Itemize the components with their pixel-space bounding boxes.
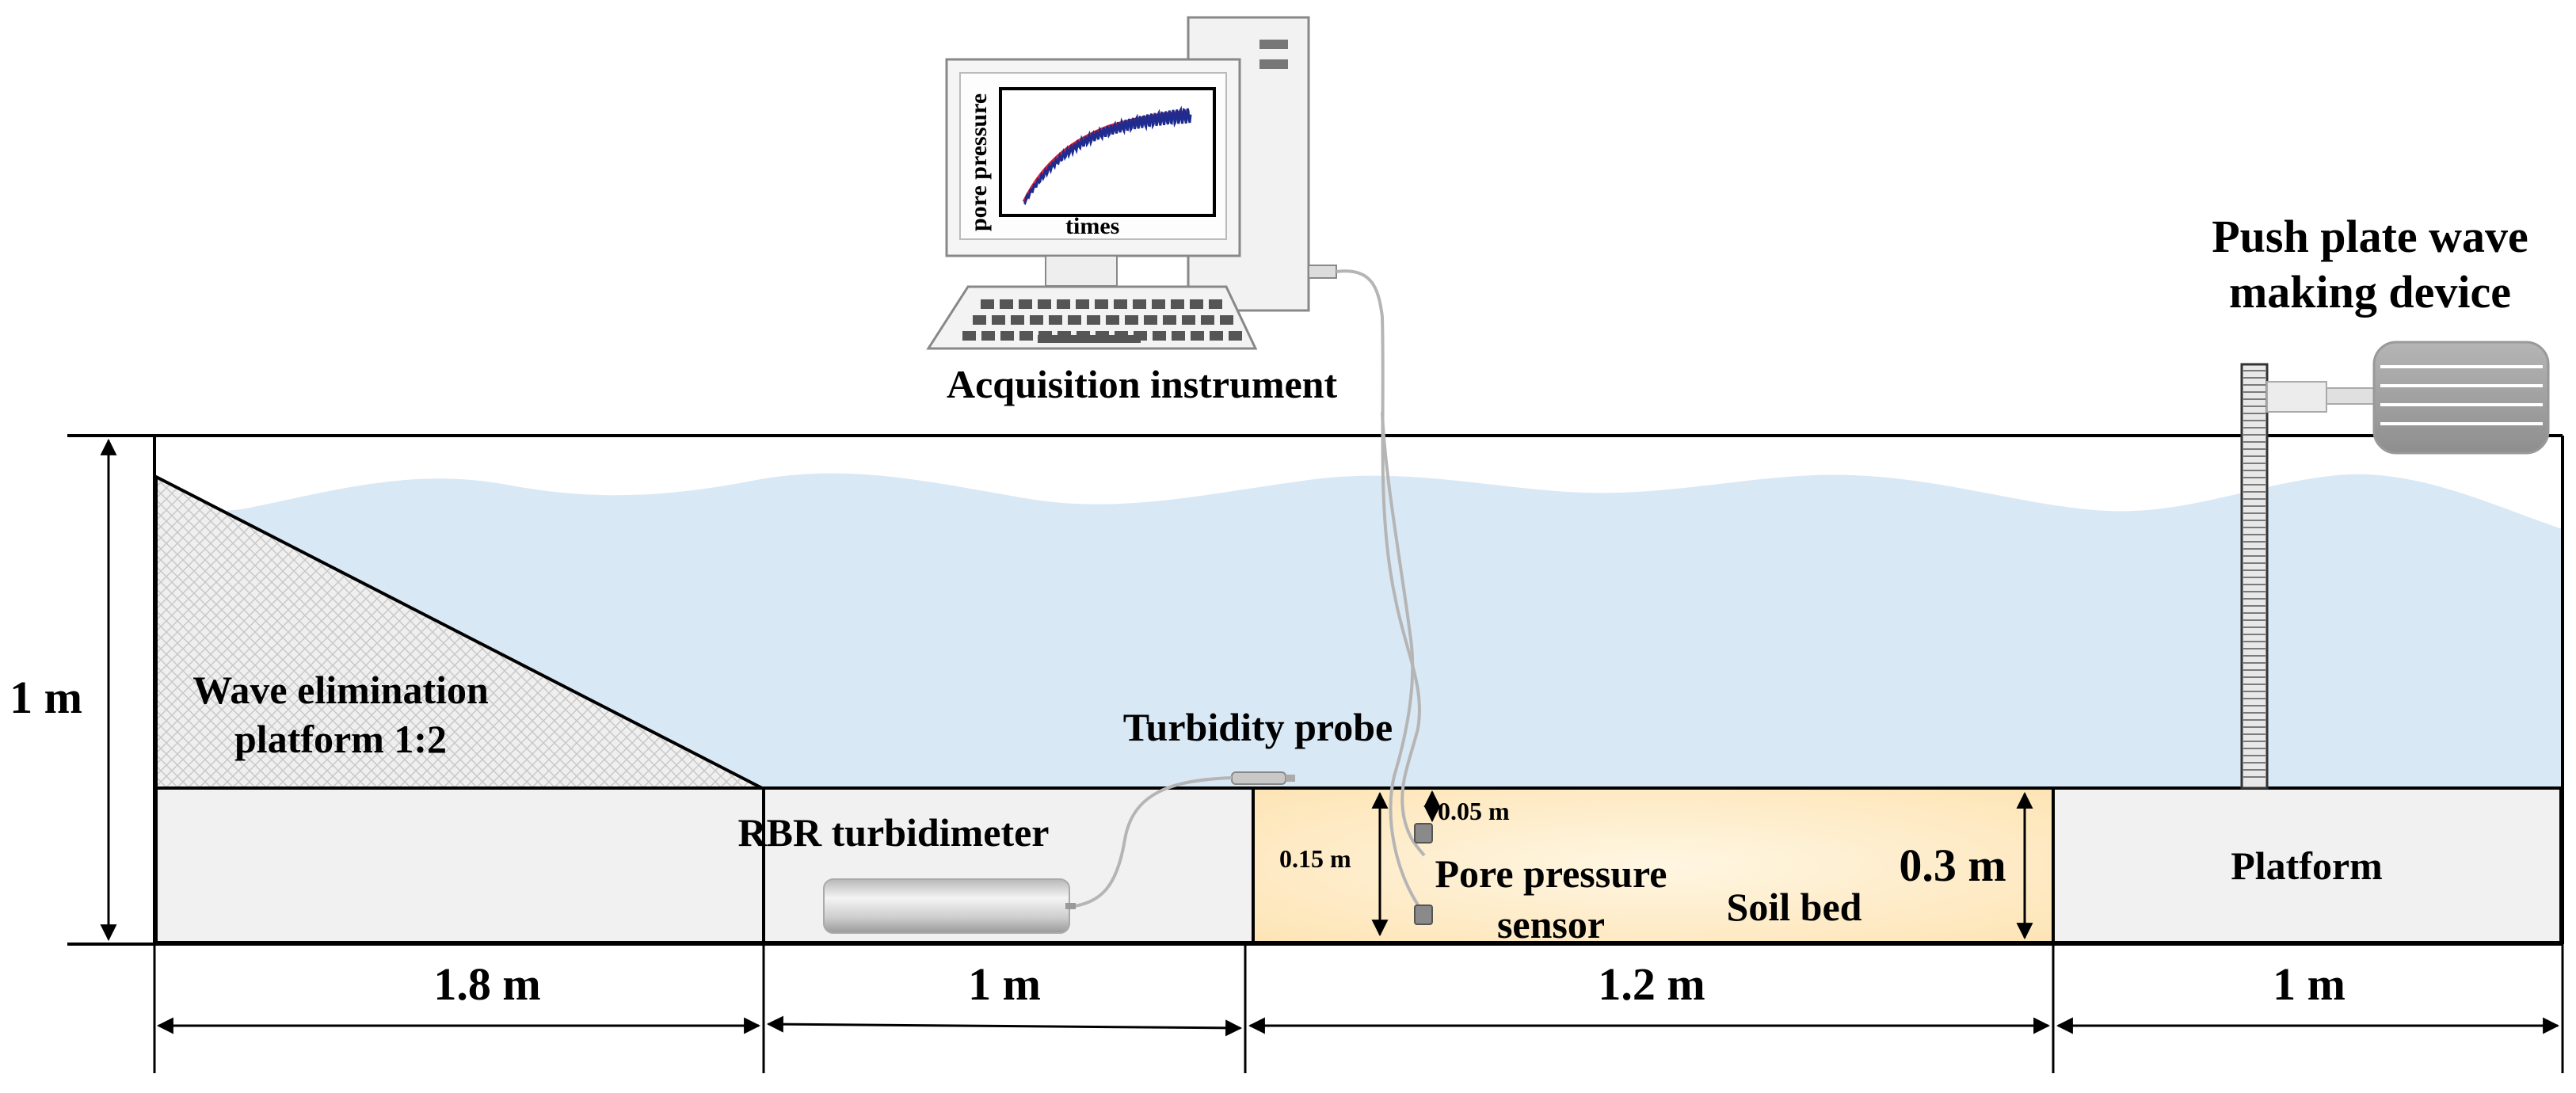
keyboard-key [1171, 299, 1184, 309]
keyboard-key [1038, 299, 1051, 309]
keyboard-key [1182, 315, 1195, 325]
push-plate-ticks [2243, 370, 2265, 778]
keyboard-key [1220, 315, 1233, 325]
flume-tank [153, 434, 2564, 946]
sensor-lower-icon [1414, 904, 1433, 925]
soil-bed-label: Soil bed [1727, 885, 1862, 929]
platform [2052, 786, 2563, 944]
sensor-cable [1336, 269, 1426, 857]
keyboard-key [1000, 331, 1014, 341]
turbidity-probe-icon [1231, 771, 1286, 785]
keyboard-key [1095, 299, 1108, 309]
keyboard-key [1229, 331, 1242, 341]
screen-y-label: pore pressure [966, 93, 992, 231]
keyboard-key [1210, 331, 1223, 341]
turbidity-equipment [823, 771, 1295, 934]
pore-pressure-label-2: sensor [1497, 902, 1605, 946]
keyboard-key [1019, 331, 1033, 341]
keyboard-key [1000, 299, 1013, 309]
keyboard-key [1163, 315, 1176, 325]
keyboard-key [992, 315, 1005, 325]
keyboard-key [1114, 299, 1127, 309]
keyboard-key [1030, 315, 1043, 325]
screen-curve-blue [1023, 105, 1192, 206]
computer-icon: pore pressure times [926, 16, 1426, 912]
sensor-upper-icon [1414, 823, 1433, 844]
keyboard-key [1106, 315, 1119, 325]
keyboard-spacebar [1038, 335, 1141, 343]
motor-icon [2372, 341, 2550, 455]
height-label: 1 m [10, 672, 82, 723]
length-3-label: 1.2 m [1598, 958, 1705, 1010]
keyboard-key [1125, 315, 1138, 325]
length-1-label: 1.8 m [433, 958, 540, 1010]
keyboard-key [1011, 315, 1024, 325]
push-rod-inner [2326, 387, 2375, 405]
keyboard-key [1076, 299, 1089, 309]
keyboard-key [1133, 299, 1146, 309]
keyboard-key [962, 331, 976, 341]
keyboard-key [1057, 299, 1070, 309]
push-plate-label-2: making device [2229, 266, 2511, 318]
sensor-lower-depth-label: 0.15 m [1279, 844, 1351, 873]
keyboard-key [981, 331, 995, 341]
wave-elimination-label-2: platform 1:2 [234, 717, 447, 761]
rbr-turbidimeter-icon [823, 878, 1070, 934]
keyboard-key [1209, 299, 1222, 309]
keyboard-key [1172, 331, 1185, 341]
push-plate-label-1: Push plate wave [2212, 211, 2528, 262]
pore-pressure-sensors [1371, 790, 1441, 937]
water-body [154, 473, 2563, 788]
keyboard-key [1201, 315, 1214, 325]
keyboard-key [1019, 299, 1032, 309]
keyboard-key [1049, 315, 1062, 325]
sensor-top-depth-label: 0.05 m [1438, 797, 1510, 825]
dimension-lines [67, 434, 2564, 1073]
length-4-label: 1 m [2273, 958, 2345, 1010]
length-2-label: 1 m [968, 958, 1041, 1010]
keyboard-key [981, 299, 994, 309]
pore-pressure-label-1: Pore pressure [1435, 851, 1667, 896]
keyboard-key [1153, 331, 1166, 341]
soil-depth-label: 0.3 m [1899, 840, 2006, 891]
turbidity-cable [1069, 776, 1233, 908]
base-left [154, 786, 765, 944]
push-rod [2266, 381, 2327, 413]
rbr-turbidimeter-label: RBR turbidimeter [738, 810, 1050, 855]
keyboard-key [1191, 331, 1204, 341]
keyboard-key [1152, 299, 1165, 309]
keyboard-key [1144, 315, 1157, 325]
keyboard-key [973, 315, 986, 325]
platform-label: Platform [2231, 844, 2383, 888]
keyboard-keys [962, 299, 1242, 343]
keyboard-key [1068, 315, 1081, 325]
keyboard-key [1190, 299, 1203, 309]
screen-x-label: times [1065, 213, 1119, 239]
turbidity-probe-label: Turbidity probe [1123, 705, 1393, 749]
acquisition-label: Acquisition instrument [947, 362, 1337, 406]
wave-elimination-label-1: Wave elimination [192, 668, 489, 712]
push-plate-wave-maker [2240, 341, 2550, 790]
keyboard-key [1087, 315, 1100, 325]
